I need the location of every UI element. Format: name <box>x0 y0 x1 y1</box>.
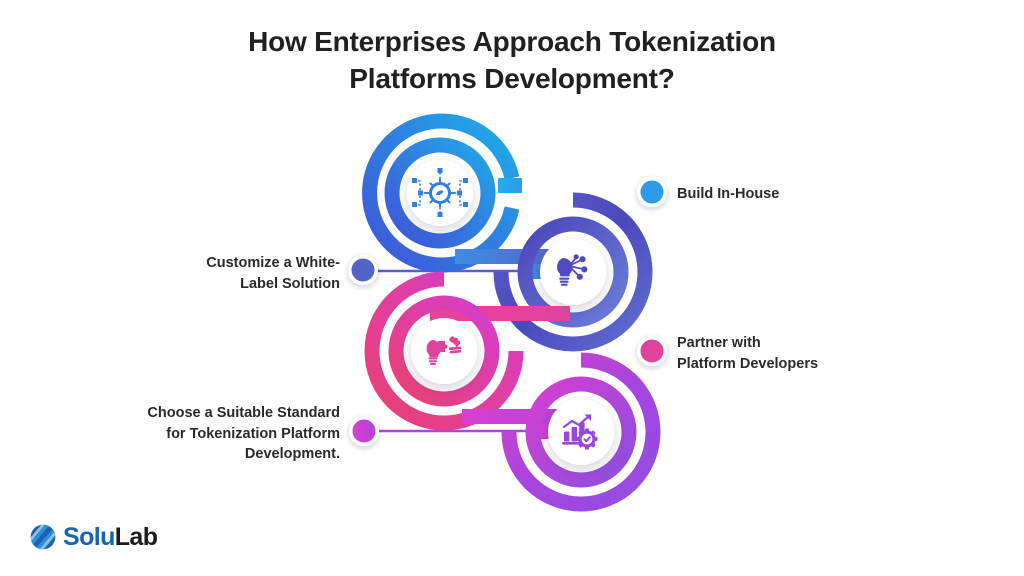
node-2-endpoint-dot[interactable] <box>351 258 375 282</box>
label-build-in-house: Build In-House <box>677 186 780 202</box>
node-4-outer-ring <box>501 352 661 512</box>
label-choose-suitable-standard: Choose a Suitable Standard for Tokenizat… <box>147 405 340 463</box>
node-4-endpoint-dot[interactable] <box>352 419 376 443</box>
solulab-s-mark-icon <box>30 524 56 550</box>
page-title-line-1: How Enterprises Approach Tokenization <box>248 26 776 57</box>
connector-lines <box>363 191 652 433</box>
node-1-inner-ring <box>384 137 496 249</box>
node-2-inner-ring <box>517 216 629 328</box>
label-customize-white-label: Customize a White- Label Solution <box>206 255 340 292</box>
node-1-outer-ring-tail <box>498 178 522 193</box>
page-title-line-2: Platforms Development? <box>349 62 675 94</box>
node-4-inner-ring <box>525 376 637 488</box>
node-build-in-house[interactable] <box>362 113 667 273</box>
node-3-endpoint-dot[interactable] <box>640 339 664 363</box>
lightbulb-puzzle-icon <box>426 336 462 365</box>
node-3-outer-ring <box>364 271 524 431</box>
node-choose-suitable-standard[interactable] <box>349 352 661 512</box>
node-2-outer-bar <box>455 249 565 264</box>
page-title: How Enterprises Approach Tokenization Pl… <box>0 24 1024 98</box>
solulab-wordmark: SoluLab <box>63 522 158 551</box>
node-1-endpoint-dot[interactable] <box>640 180 664 204</box>
node-partner-platform-developers[interactable] <box>364 271 667 431</box>
logo-text-secondary: Lab <box>114 522 158 551</box>
solulab-logo[interactable]: SoluLab <box>30 522 158 551</box>
growth-chart-gear-icon <box>562 414 598 450</box>
label-partner-platform-developers: Partner with Platform Developers <box>677 335 819 372</box>
network-gear-icon <box>412 168 468 217</box>
node-2-center-disc <box>540 239 606 305</box>
logo-text-primary: Solu <box>63 522 115 551</box>
node-3-inner-ring <box>388 295 500 407</box>
lightbulb-network-icon <box>557 254 588 286</box>
